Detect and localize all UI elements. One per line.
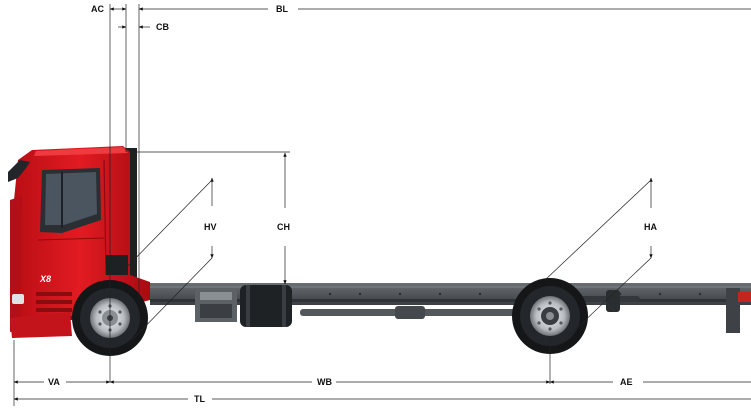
label-hv: HV — [204, 222, 217, 232]
label-cb: CB — [156, 22, 169, 32]
label-tl: TL — [194, 394, 205, 404]
fuel-tank — [240, 285, 292, 327]
label-ac: AC — [91, 4, 104, 14]
rear-wheel — [512, 278, 588, 354]
hv-diag-top — [121, 179, 213, 273]
label-ch: CH — [277, 222, 290, 232]
dimension-lines — [13, 4, 751, 406]
label-ha: HA — [644, 222, 657, 232]
ha-diag-bottom — [559, 257, 652, 345]
label-ae: AE — [620, 377, 633, 387]
model-badge: X8 — [39, 274, 51, 284]
dimension-labels: AC BL CB HV CH HA VA WB AE TL — [48, 4, 657, 404]
side-mirror — [8, 160, 30, 182]
label-wb: WB — [317, 377, 332, 387]
headlight — [12, 294, 24, 304]
rear-bracket — [726, 288, 740, 333]
label-bl: BL — [276, 4, 288, 14]
truck-illustration: X8 — [8, 146, 751, 356]
ha-diag-top — [544, 179, 652, 281]
label-va: VA — [48, 377, 60, 387]
hv-diag-bottom — [131, 257, 213, 341]
